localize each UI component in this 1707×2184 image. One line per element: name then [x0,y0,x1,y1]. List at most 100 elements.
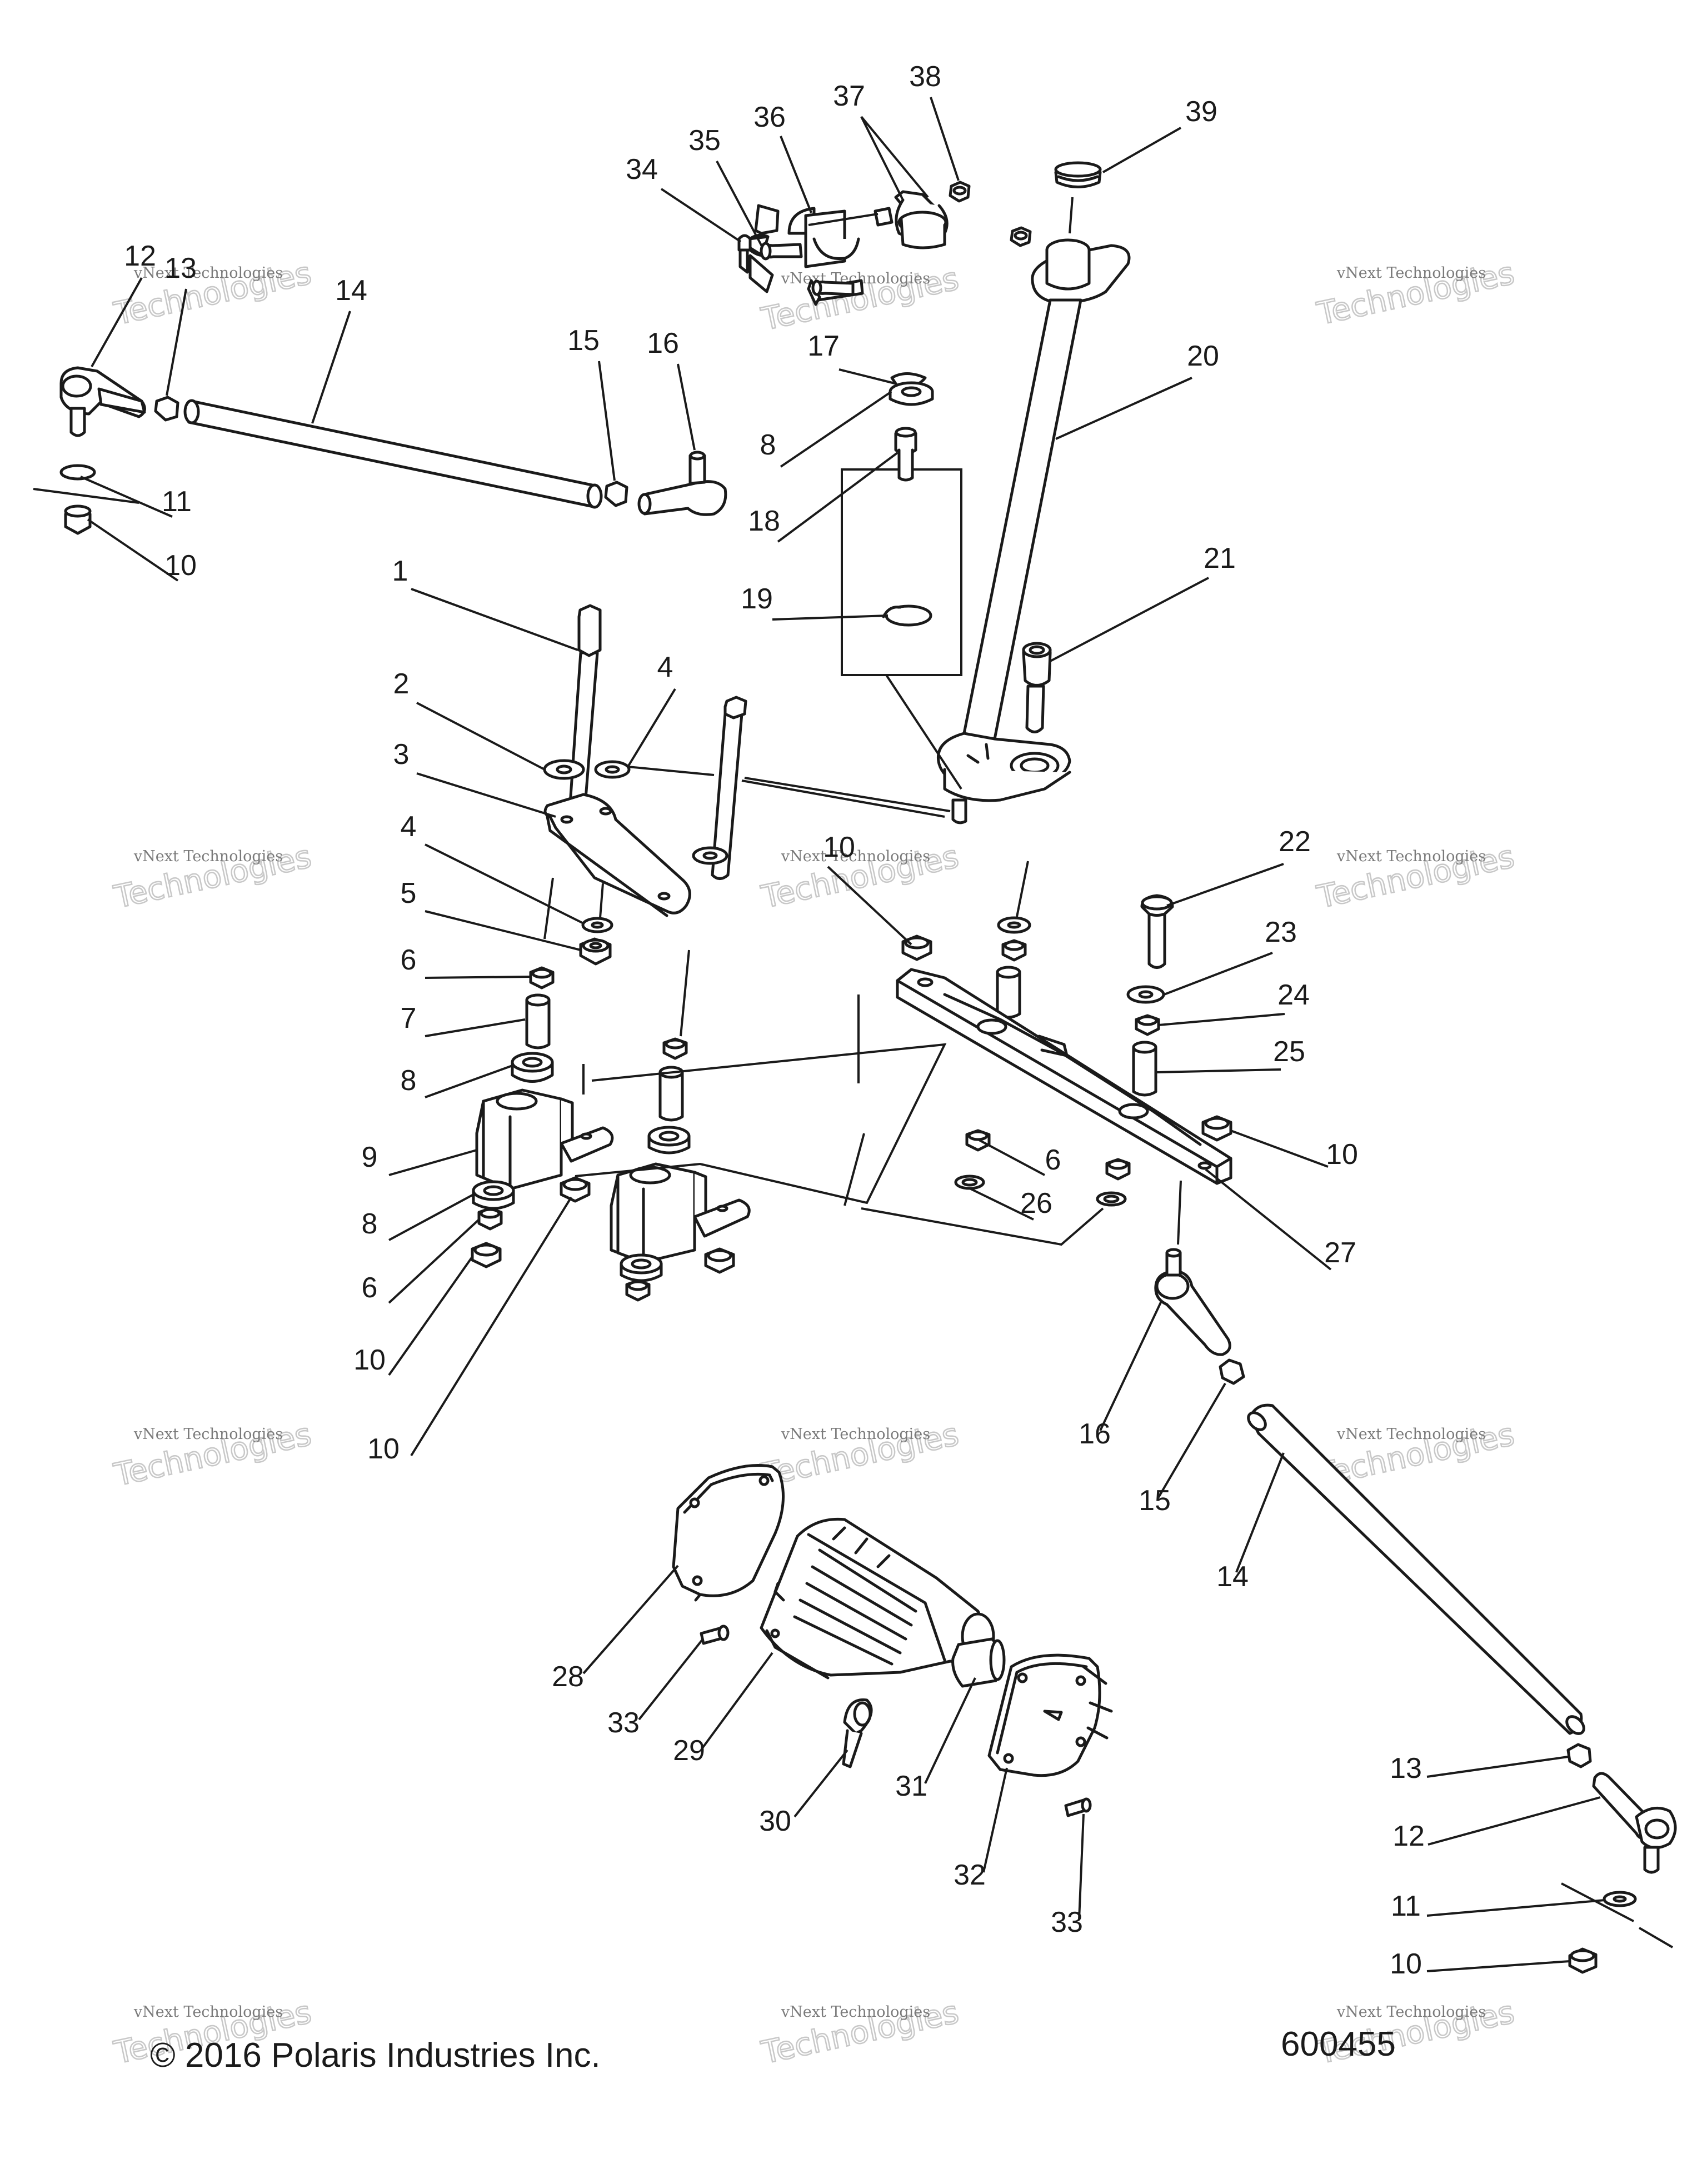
watermark-text: vNext Technologies [133,2003,283,2021]
callout-35: 35 [688,124,721,157]
washer-top-part [997,916,1031,934]
callout-25: 25 [1273,1036,1305,1068]
jam-nut-15-upper-part [604,481,628,507]
callout-37: 37 [833,80,865,112]
callout-17: 17 [807,330,840,362]
bushing-8d-part [620,1253,663,1282]
watermark-text: vNext Technologies [133,848,283,865]
callout-15: 15 [1139,1485,1171,1517]
detail-box [841,468,962,676]
nut-6d-part [625,1279,651,1302]
washer-3b-part [692,846,728,865]
nut-6-part [529,966,555,989]
callout-14: 14 [335,274,367,307]
steering-column-part [937,238,1131,824]
idler-bracket-part [475,1088,614,1191]
callout-33: 33 [607,1707,640,1739]
callout-10: 10 [353,1344,386,1376]
bolt-36b-part [811,279,855,296]
callout-10: 10 [1390,1948,1422,1980]
callout-13: 13 [1390,1752,1422,1785]
nut-10e-part [1201,1115,1232,1142]
bolt-1b-part [711,696,747,880]
callout-10: 10 [367,1433,400,1465]
callout-22: 22 [1279,826,1311,858]
callout-3: 3 [393,738,410,771]
nut-6b-part [477,1207,503,1231]
watermark-text: vNext Technologies [133,1426,283,1443]
copyright-text: © 2016 Polaris Industries Inc. [150,2036,601,2075]
watermark-text: vNext Technologies [781,2003,930,2021]
nut-6f-part [965,1129,991,1152]
nut-6e-part [1001,939,1027,962]
screw-33b-part [1064,1797,1092,1817]
bushing-31-part [951,1637,1006,1688]
washer-4-part [594,760,631,779]
washer-11-lower-part [1603,1891,1637,1907]
callout-20: 20 [1187,340,1219,372]
watermark-text: vNext Technologies [1336,1426,1486,1443]
bolt-21-part [1022,642,1052,733]
nut-38b-part [1010,226,1032,247]
callout-14: 14 [1216,1561,1249,1593]
ring-26b-part [1096,1191,1127,1207]
callout-2: 2 [393,668,410,700]
callout-8: 8 [760,429,776,461]
bushing-8c-part [647,1126,691,1155]
nut-24-part [1135,1014,1160,1036]
washer-23-part [1126,985,1165,1004]
callout-23: 23 [1265,916,1297,948]
callout-6: 6 [1045,1144,1061,1176]
nut-38-part [949,181,971,203]
callout-10: 10 [164,549,197,582]
callout-27: 27 [1324,1237,1356,1269]
bushing-25-part [1132,1041,1157,1097]
callout-26: 26 [1020,1187,1052,1220]
jam-nut-13-lower-part [1566,1743,1592,1768]
callout-16: 16 [1079,1418,1111,1450]
nut-6c-part [662,1037,688,1060]
ring-26-part [954,1175,985,1190]
nut-10a-part [471,1242,502,1268]
watermark-text: vNext Technologies [781,848,930,865]
leader-lines [33,97,1674,1972]
callout-36: 36 [753,101,786,133]
callout-10: 10 [1326,1138,1358,1171]
bushing-8-part [511,1052,554,1083]
callout-12: 12 [124,240,156,272]
screw-33a-part [700,1625,730,1645]
callout-18: 18 [748,505,780,537]
callout-4: 4 [657,651,673,683]
callout-13: 13 [164,252,197,284]
pin-18-part [894,427,917,482]
parts-layer [59,161,1677,1974]
callout-12: 12 [1392,1820,1425,1852]
callout-7: 7 [401,1002,417,1034]
callout-5: 5 [401,877,417,909]
watermark-text: vNext Technologies [133,264,283,282]
gasket-32-part [987,1653,1113,1777]
clip-30-part [842,1698,873,1768]
pitman-arm-part [543,793,691,917]
callout-6: 6 [362,1272,378,1304]
callout-34: 34 [626,153,658,186]
bushing-7b-part [658,1066,684,1122]
callout-21: 21 [1204,542,1236,574]
tie-rod-tube-right-part [1247,1403,1585,1735]
bushing-8b-part [472,1180,515,1210]
gasket-28-part [672,1464,785,1602]
bolt-22-part [1140,894,1174,969]
watermark-text: vNext Technologies [1336,2003,1486,2021]
bushing-7c-part [996,966,1021,1019]
drag-link-part [896,968,1232,1185]
screw-34-part [737,234,752,252]
bolt-35-part [760,242,803,261]
nut-10c-part [704,1247,735,1274]
